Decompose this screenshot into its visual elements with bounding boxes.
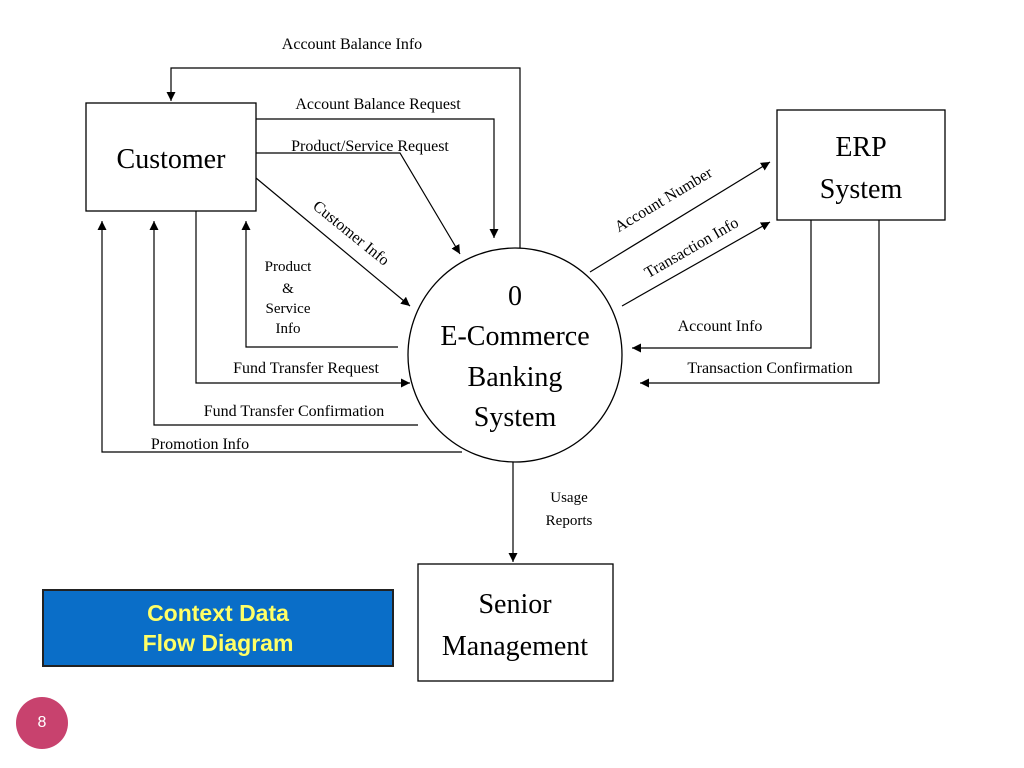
erp-label-line2: System [820,174,903,205]
title-line1: Context Data [147,600,289,626]
customer-label: Customer [117,144,227,175]
flow-customer-info: Customer Info [255,177,411,307]
flow-usage-reports: Usage Reports [508,462,593,562]
flow-label-1: Usage [550,490,588,506]
process-circle: 0 E-Commerce Banking System [407,247,623,463]
flow-label: Transaction Info [642,214,742,282]
erp-system-entity: ERP System [776,109,946,221]
flow-label-3: Service [266,301,311,317]
flow-transaction-confirmation: Transaction Confirmation [640,220,880,388]
process-line2: Banking [468,362,563,393]
customer-entity: Customer [85,102,257,212]
flow-label-2: & [282,281,294,297]
flow-label: Account Balance Info [282,36,422,53]
flow-account-balance-request: Account Balance Request [256,96,499,238]
flow-label: Transaction Confirmation [687,360,852,377]
flow-label: Account Balance Request [295,96,461,113]
process-number: 0 [508,281,522,312]
page-number-badge: 8 [16,697,68,749]
flow-label-2: Reports [546,513,593,529]
diagram-title-box: Context Data Flow Diagram [42,589,394,667]
flow-product-service-info: Product & Service Info [241,221,398,348]
flow-label: Account Info [678,318,763,335]
flow-label: Promotion Info [151,436,249,453]
flow-product-service-request: Product/Service Request [256,138,461,255]
flow-label: Fund Transfer Confirmation [204,403,384,420]
senior-label-line1: Senior [478,589,552,620]
flow-label-1: Product [265,259,312,275]
senior-management-entity: Senior Management [417,563,614,682]
flow-account-balance-info: Account Balance Info [166,36,521,248]
flow-label-4: Info [276,321,301,337]
process-line1: E-Commerce [440,321,589,352]
flow-promotion-info: Promotion Info [97,221,462,453]
process-line3: System [474,402,557,433]
flow-label: Account Number [612,164,716,236]
flow-label: Customer Info [309,198,392,270]
erp-label-line1: ERP [835,132,886,163]
flow-label: Product/Service Request [291,138,449,155]
flow-fund-transfer-confirmation: Fund Transfer Confirmation [149,221,418,426]
flow-fund-transfer-request: Fund Transfer Request [195,211,410,388]
title-line2: Flow Diagram [142,630,294,656]
senior-label-line2: Management [442,631,588,662]
flow-account-info: Account Info [632,220,812,353]
flow-transaction-info: Transaction Info [621,214,771,307]
flow-label: Fund Transfer Request [233,360,379,377]
